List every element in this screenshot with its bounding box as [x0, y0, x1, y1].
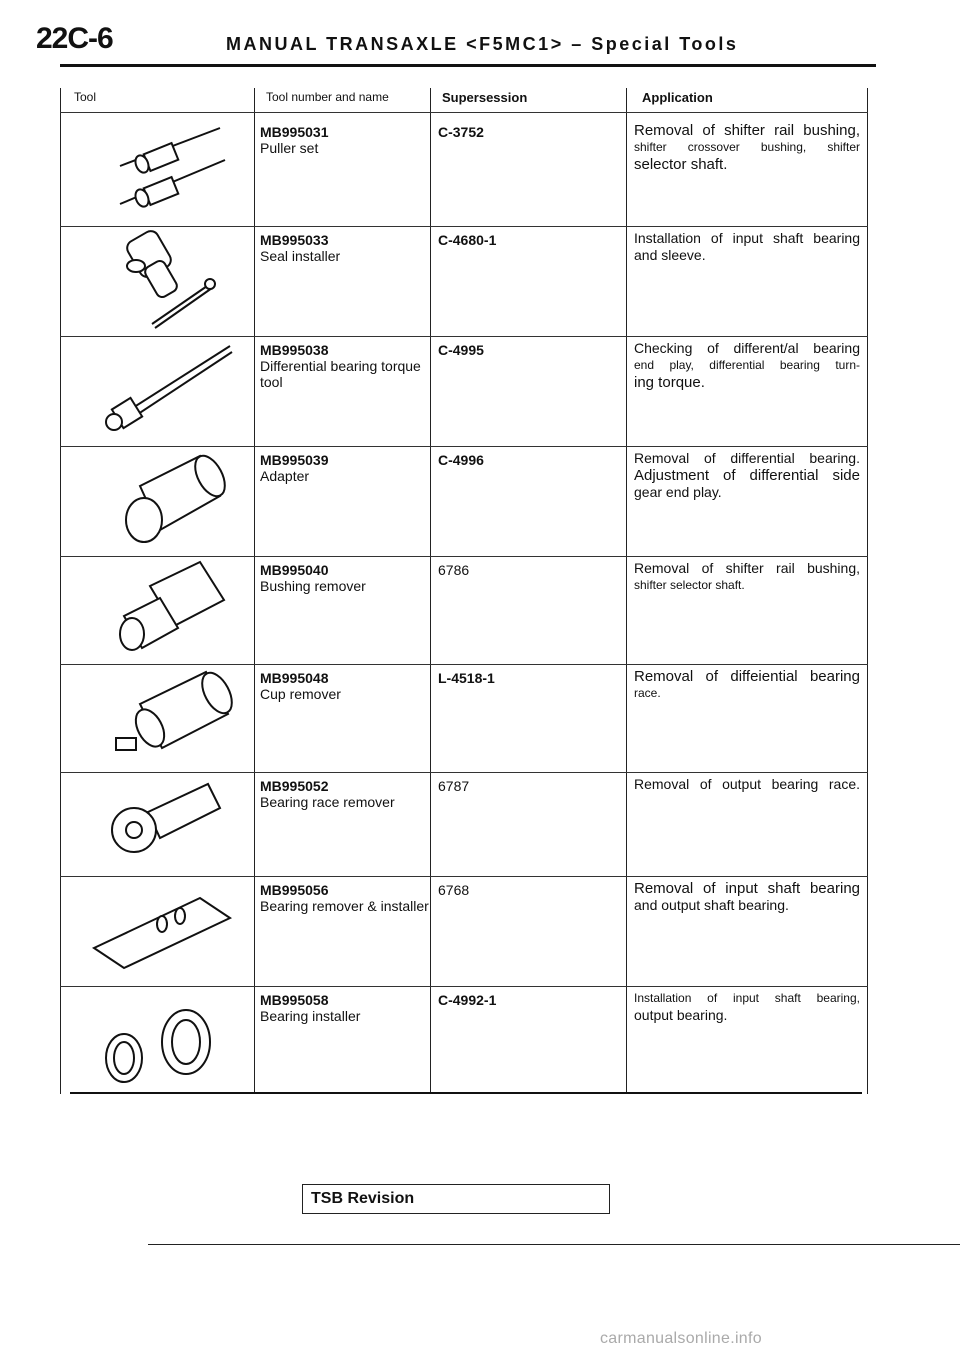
supersession-value: C-4680-1	[438, 232, 497, 248]
supersession-value: C-4992-1	[438, 992, 497, 1008]
special-tools-table: Tool Tool number and name Supersession A…	[60, 88, 868, 1094]
application-text: Installation of input shaft bearing,outp…	[634, 991, 860, 1023]
tool-name: Puller set	[260, 140, 319, 156]
page-number: 22C-6	[36, 22, 114, 55]
column-divider-1	[254, 88, 255, 1094]
row-divider	[60, 226, 868, 227]
row-divider	[60, 876, 868, 877]
table-row: MB995039 Adapter C-4996 Removal of diffe…	[60, 446, 868, 557]
tsb-revision-box: TSB Revision	[302, 1184, 610, 1214]
tool-number: MB995056	[260, 882, 329, 898]
tool-number: MB995033	[260, 232, 329, 248]
supersession-value: 6768	[438, 882, 470, 898]
table-row: MB995056 Bearing remover & installer 676…	[60, 876, 868, 987]
tool-number: MB995040	[260, 562, 329, 578]
column-header-tool: Tool	[74, 90, 97, 104]
supersession-value: C-4995	[438, 342, 484, 358]
bushing-remover-illustration	[119, 560, 226, 651]
tool-number: MB995048	[260, 670, 329, 686]
column-header-application: Application	[642, 90, 713, 105]
tool-number: MB995052	[260, 778, 329, 794]
bearing-remover-installer-illustration	[91, 896, 233, 970]
table-border-left	[60, 88, 61, 1094]
page-header: 22C-6 MANUAL TRANSAXLE <F5MC1> – Special…	[0, 0, 960, 70]
tool-name: Cup remover	[260, 686, 341, 702]
table-row: MB995048 Cup remover L-4518-1 Removal of…	[60, 664, 868, 773]
tool-name: Bearing installer	[260, 1008, 361, 1024]
row-divider	[60, 556, 868, 557]
supersession-value: 6787	[438, 778, 470, 794]
column-header-number-name: Tool number and name	[266, 90, 389, 104]
bearing-race-remover-illustration	[111, 782, 222, 853]
row-divider	[60, 986, 868, 987]
tool-number: MB995038	[260, 342, 329, 358]
torque-tool-illustration	[105, 345, 233, 431]
footer-rule	[148, 1244, 960, 1245]
header-divider	[60, 112, 868, 113]
seal-installer-illustration	[126, 230, 216, 329]
adapter-illustration	[125, 454, 226, 543]
table-row: MB995058 Bearing installer C-4992-1 Inst…	[60, 986, 868, 1092]
watermark: carmanualsonline.info	[600, 1330, 762, 1347]
row-divider	[60, 336, 868, 337]
column-divider-3	[626, 88, 627, 1094]
table-border-right	[867, 88, 868, 1094]
supersession-value: L-4518-1	[438, 670, 495, 686]
tool-name: Differential bearing torque tool	[260, 358, 421, 390]
table-row: MB995052 Bearing race remover 6787 Remov…	[60, 772, 868, 877]
column-header-supersession: Supersession	[442, 90, 528, 105]
application-text: Removal of output bearing race.	[634, 776, 860, 792]
tool-number: MB995031	[260, 124, 329, 140]
supersession-value: 6786	[438, 562, 470, 578]
page-title: MANUAL TRANSAXLE <F5MC1> – Special Tools	[226, 34, 739, 54]
table-row: MB995038 Differential bearing torque too…	[60, 336, 868, 447]
cup-remover-illustration	[115, 670, 233, 751]
column-divider-2	[430, 88, 431, 1094]
tool-number: MB995039	[260, 452, 329, 468]
header-rule	[60, 64, 876, 67]
application-text: Removal of shifter rail bushing,shifter …	[634, 122, 860, 173]
table-row: MB995033 Seal installer C-4680-1 Install…	[60, 226, 868, 337]
table-row: MB995031 Puller set C-3752 Removal of sh…	[60, 118, 868, 227]
row-divider	[60, 446, 868, 447]
table-row: MB995040 Bushing remover 6786 Removal of…	[60, 556, 868, 665]
tsb-revision-label: TSB Revision	[311, 1190, 415, 1207]
supersession-value: C-4996	[438, 452, 484, 468]
tool-name: Bearing race remover	[260, 794, 395, 810]
application-text: Removal of shifter rail bushing,shifter …	[634, 560, 860, 592]
supersession-value: C-3752	[438, 124, 484, 140]
row-divider	[60, 664, 868, 665]
tool-name: Bearing remover & installer	[260, 898, 429, 914]
application-text: Removal of differential bearing.Adjustme…	[634, 450, 860, 500]
tool-name: Adapter	[260, 468, 310, 484]
tool-name: Bushing remover	[260, 578, 366, 594]
puller-set-illustration	[119, 127, 226, 208]
tool-name: Seal installer	[260, 248, 341, 264]
bearing-installer-illustration	[105, 1009, 211, 1083]
row-divider	[60, 772, 868, 773]
tool-number: MB995058	[260, 992, 329, 1008]
table-bottom-rule	[70, 1092, 862, 1094]
